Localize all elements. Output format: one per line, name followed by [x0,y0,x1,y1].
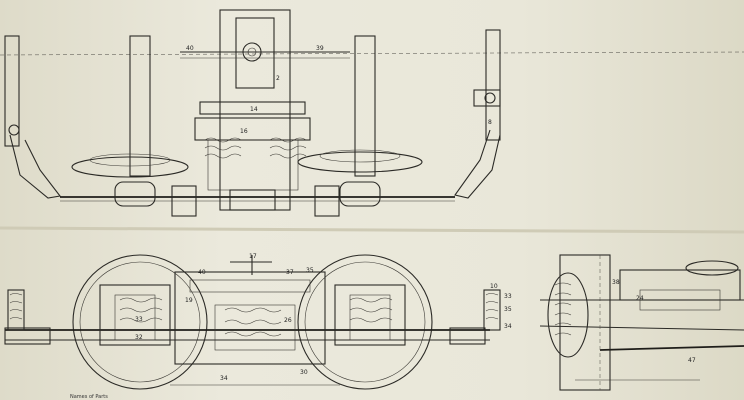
label-mid-19: 19 [185,297,193,304]
label-side-38: 38 [612,279,620,286]
label-right-10: 10 [490,283,498,290]
section-axle-line [599,345,744,351]
side-left-wheel [72,254,208,390]
right-swing-arm [454,129,501,199]
label-mid-35: 35 [306,267,314,274]
section-spring-housing [547,272,589,358]
label-top-2: 2 [276,75,280,82]
parts-caption: Names of Parts [70,394,108,400]
label-right-34: 34 [504,323,512,330]
label-top-16: 16 [240,128,248,135]
label-mid-40: 40 [198,269,206,276]
label-mid-26: 26 [284,317,292,324]
section-bolster [619,269,741,301]
left-bolster-spring [204,137,242,159]
front-elevation-view: 40 39 14 16 2 8 [4,9,501,217]
section-spring [554,282,572,336]
right-bolster-spring [269,137,307,159]
centerline-upper [0,51,744,56]
side-bolster-frame [174,271,326,365]
label-top-40: 40 [186,45,194,52]
label-right-35: 35 [504,306,512,313]
left-axle-box [114,181,156,207]
label-mid-33: 33 [135,316,143,323]
label-right-33: 33 [504,293,512,300]
left-inner-post [129,35,151,177]
label-mid-17: 17 [249,253,257,260]
side-right-wheel [297,254,433,390]
section-post [559,254,611,391]
side-left-spring [119,297,163,323]
label-top-39: 39 [316,45,324,52]
right-inner-post [354,35,376,177]
bolster [194,117,311,141]
label-mid-37: 37 [286,269,294,276]
end-section-view: 38 47 24 [539,254,744,391]
side-left-pedestal [99,284,171,346]
bolster-top [199,101,306,115]
label-mid-34: 34 [220,375,228,382]
label-top-8: 8 [488,119,492,126]
side-right-spring [349,297,393,323]
label-mid-32: 32 [135,334,143,341]
fold-crease [0,226,744,234]
right-axle-box [339,181,381,207]
left-outer-post [4,35,20,147]
label-mid-30: 30 [300,369,308,376]
section-center-plate [685,260,739,276]
side-elevation-view: 17 40 37 35 33 32 34 30 19 26 10 33 35 3… [4,253,512,400]
label-side-47: 47 [688,357,696,364]
label-top-14: 14 [250,106,258,113]
label-side-24: 24 [636,295,644,302]
side-center-spring [224,307,282,337]
right-outer-post [485,29,501,141]
left-swing-arm [9,134,61,199]
side-right-pedestal [334,284,406,346]
left-wheel [71,156,189,178]
